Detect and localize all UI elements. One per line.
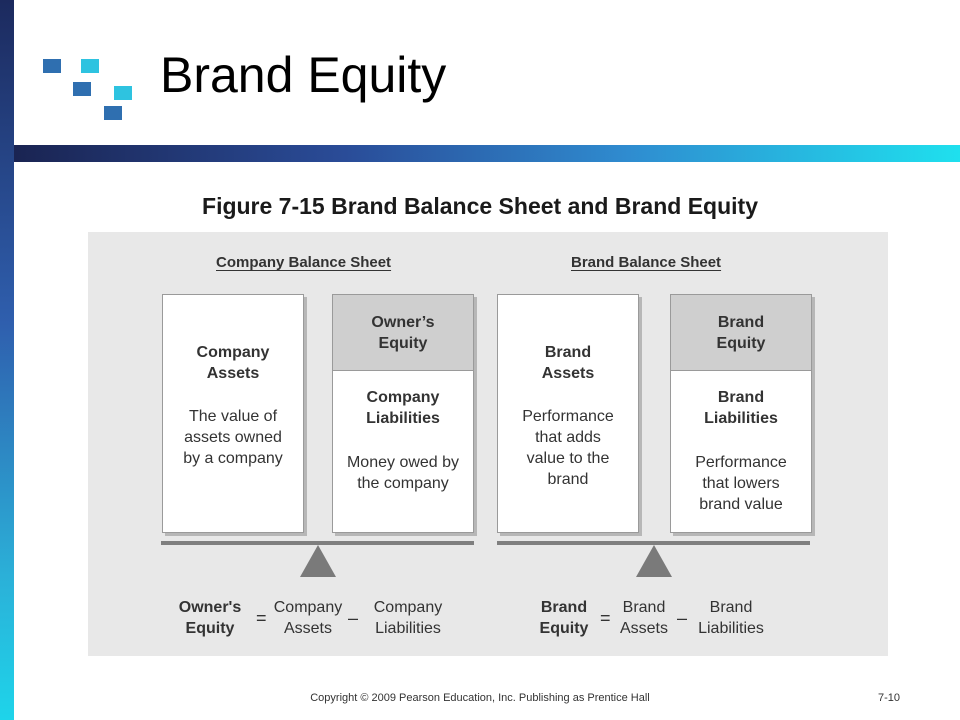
company-equity-liabilities-box: Owner’s Equity Company Liabilities Money… <box>332 294 474 533</box>
brand-equity-liabilities-box: Brand Equity Brand Liabilities Performan… <box>670 294 812 533</box>
company-equation-equals: = <box>256 608 267 628</box>
brand-assets-desc: Performance that adds value to the brand <box>522 408 614 488</box>
owners-equity-title: Owner’s Equity <box>371 314 435 352</box>
brand-equity-title: Brand Equity <box>716 314 766 352</box>
brand-assets-title: Brand Assets <box>541 344 595 382</box>
logo-square-2 <box>81 59 99 73</box>
company-liabilities-desc: Money owed by the company <box>346 454 460 492</box>
logo-square-5 <box>104 106 122 120</box>
brand-scale-fulcrum <box>636 545 672 577</box>
header-gradient-bar <box>14 145 960 162</box>
company-balance-sheet-heading: Company Balance Sheet <box>216 254 392 271</box>
logo-square-4 <box>114 86 132 100</box>
logo-square-3 <box>73 82 91 96</box>
brand-assets-box: Brand Assets Performance that adds value… <box>497 294 639 533</box>
company-equation-minus: – <box>348 608 359 628</box>
company-assets-box: Company Assets The value of assets owned… <box>162 294 304 533</box>
brand-equity-cell: Brand Equity <box>671 295 811 371</box>
owners-equity-cell: Owner’s Equity <box>333 295 473 371</box>
footer-copyright: Copyright © 2009 Pearson Education, Inc.… <box>310 692 650 704</box>
brand-equation-minus: – <box>677 608 688 628</box>
brand-equation-lhs: Brand Equity <box>539 599 589 637</box>
page-number: 7-10 <box>878 692 901 704</box>
company-equation-lhs: Owner's Equity <box>178 599 242 637</box>
company-scale-beam <box>161 541 474 545</box>
brand-balance-sheet-heading: Brand Balance Sheet <box>571 254 722 271</box>
slide-title: Brand Equity <box>160 47 447 103</box>
company-equation-term2: Company Liabilities <box>373 599 443 637</box>
balance-sheet-figure: Company Balance Sheet Brand Balance Shee… <box>88 232 888 656</box>
brand-equation-equals: = <box>600 608 611 628</box>
company-scale-fulcrum <box>300 545 336 577</box>
left-accent-bar <box>0 0 14 720</box>
company-assets-title: Company Assets <box>196 344 270 382</box>
company-liabilities-title: Company Liabilities <box>366 389 440 427</box>
company-equation-term1: Company Assets <box>273 599 343 637</box>
brand-equation-term2: Brand Liabilities <box>698 599 764 637</box>
brand-scale-beam <box>497 541 810 545</box>
brand-liabilities-desc: Performance that lowers brand value <box>695 454 787 513</box>
brand-liabilities-title: Brand Liabilities <box>704 389 778 427</box>
brand-equation-term1: Brand Assets <box>619 599 668 637</box>
figure-caption: Figure 7-15 Brand Balance Sheet and Bran… <box>202 193 758 219</box>
company-assets-desc: The value of assets owned by a company <box>183 408 283 467</box>
logo-square-1 <box>43 59 61 73</box>
